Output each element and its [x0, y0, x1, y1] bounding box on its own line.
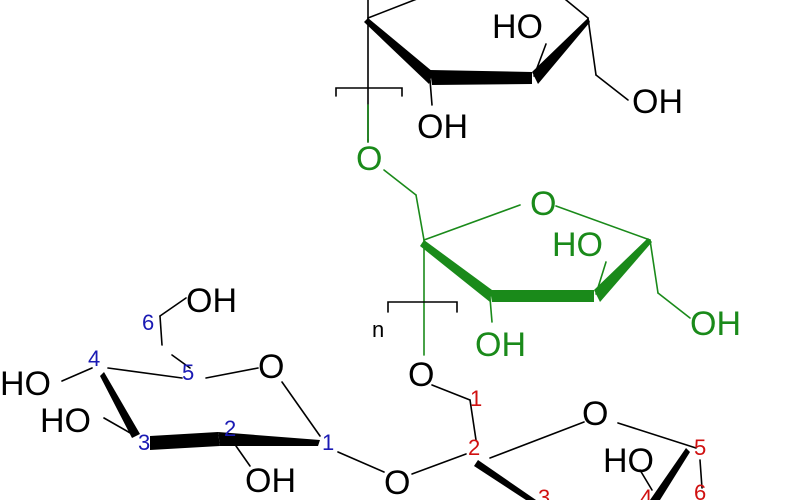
bridge-oxygen-label: O [356, 140, 382, 178]
bond [423, 204, 521, 241]
fructose-oh-label: HO [603, 442, 654, 480]
repeat-bracket [387, 301, 458, 313]
bond [103, 417, 133, 435]
glucose-oh4-label: HO [0, 365, 51, 403]
glucose-c1-number: 1 [322, 430, 334, 455]
glucose-oh3-label: HO [40, 402, 91, 440]
bond [159, 297, 187, 317]
bond [639, 469, 653, 491]
top-fructose-unit: HO OH OH [335, 0, 683, 146]
fructose-ring-oxygen-label: O [582, 395, 608, 433]
bond [489, 421, 585, 459]
ring-oxygen-label: O [530, 185, 556, 223]
repeat-oh-bottom-label: OH [475, 326, 526, 364]
sucrose-fructose-unit: O O HO 1 2 3 4 5 6 [408, 356, 706, 500]
wedge-bond [218, 432, 320, 446]
bond [337, 451, 385, 473]
bond [367, 0, 417, 19]
fructose-c2-number: 2 [468, 435, 480, 460]
bond [555, 205, 651, 241]
bond [171, 354, 191, 369]
fructose-link-oxygen-label: O [408, 356, 434, 394]
glucose-c3-number: 3 [138, 430, 150, 455]
glucose-unit: OH O HO HO OH O 1 2 3 4 5 6 [0, 282, 467, 500]
fructose-c6-number: 6 [694, 480, 706, 500]
wedge-bond [364, 18, 433, 84]
repeat-fructose-unit: O O HO OH OH n [356, 104, 741, 364]
wedge-bond [420, 240, 492, 302]
glycosidic-oxygen-label: O [384, 464, 410, 500]
repeat-oh-ring-label: HO [552, 226, 603, 264]
bond [107, 367, 183, 379]
top-oh-bottom-label: OH [417, 108, 468, 146]
bond [415, 194, 425, 241]
glucose-ring-oxygen-label: O [258, 348, 284, 386]
bond [383, 169, 417, 196]
bond [657, 292, 691, 319]
glucose-oh6-label: OH [186, 282, 237, 320]
bond [469, 399, 477, 441]
fructose-c4-number: 4 [640, 485, 652, 500]
top-oh-ring-label: HO [492, 8, 543, 46]
bond [595, 74, 629, 101]
bond [235, 445, 251, 467]
bond [159, 315, 163, 346]
bond [411, 453, 467, 475]
wedge-bond [532, 18, 590, 84]
bond [431, 384, 471, 401]
repeat-oh-side-label: OH [690, 305, 741, 343]
bond [61, 367, 93, 382]
glucose-c2-number: 2 [224, 416, 236, 441]
glucose-c4-number: 4 [88, 346, 100, 371]
wedge-bond [100, 372, 140, 438]
bond [205, 367, 259, 379]
bond [533, 43, 547, 77]
bond [595, 261, 607, 295]
bond [617, 422, 697, 449]
fructose-c1-number: 1 [470, 386, 482, 411]
glucose-c6-number: 6 [142, 310, 154, 335]
repeat-bracket [335, 87, 403, 97]
repeat-count-label: n [372, 317, 384, 342]
wedge-bond [650, 448, 690, 500]
bond [699, 459, 703, 489]
wedge-bond [474, 460, 536, 500]
wedge-bond [150, 432, 220, 450]
bond [649, 239, 659, 294]
glucose-oh2-label: OH [245, 462, 296, 500]
wedge-bond [430, 70, 532, 85]
glucose-c5-number: 5 [182, 360, 194, 385]
wedge-bond [490, 290, 594, 302]
wedge-bond [594, 238, 652, 302]
bond [489, 297, 493, 323]
fructose-c3-number: 3 [538, 485, 550, 500]
bond [429, 79, 433, 106]
top-oh-side-label: OH [632, 83, 683, 121]
bond [281, 381, 321, 437]
bond [564, 0, 589, 19]
fructose-c5-number: 5 [694, 435, 706, 460]
bond [587, 17, 597, 76]
